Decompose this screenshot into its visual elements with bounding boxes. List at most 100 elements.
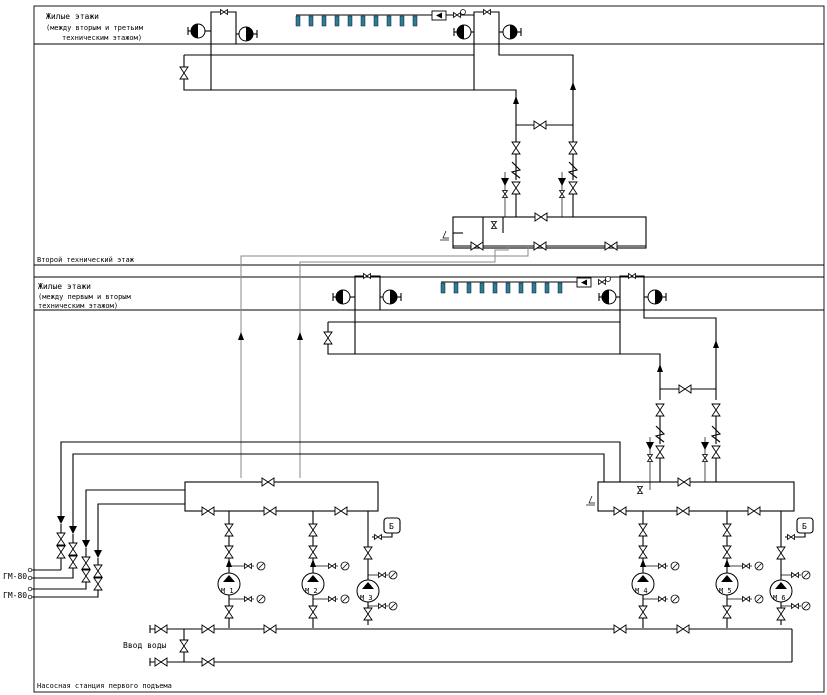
valve-icon <box>647 454 653 462</box>
valve-icon <box>722 523 732 537</box>
valve-icon <box>559 190 565 198</box>
pump-m3: М 3 <box>356 579 380 603</box>
valve-icon <box>308 545 318 559</box>
valve-icon <box>68 555 78 569</box>
valve-icon <box>638 523 648 537</box>
zone-label-lower-residential-3: техническим этажом) <box>38 302 118 310</box>
valve-icon <box>323 331 333 345</box>
flow-arrow-icon <box>57 516 65 524</box>
valve-icon <box>776 607 786 621</box>
valve-icon <box>179 639 189 653</box>
valve-icon <box>483 9 491 15</box>
valve-icon <box>374 534 382 540</box>
valve-icon <box>224 523 234 537</box>
valve-icon <box>56 532 66 546</box>
valve-icon <box>263 506 277 516</box>
valve-icon <box>363 607 373 621</box>
valve-icon <box>56 545 66 559</box>
valve-icon <box>308 605 318 619</box>
pressure-gauge-icon <box>754 561 764 571</box>
valve-icon <box>711 403 721 417</box>
heater-icon <box>334 15 340 27</box>
pressure-gauge-icon <box>256 594 266 604</box>
valve-icon <box>676 624 690 634</box>
heater-icon <box>544 282 550 294</box>
expansion-tank-icon <box>190 23 206 39</box>
valve-icon <box>677 477 691 487</box>
flow-arrow-icon <box>501 178 509 186</box>
expansion-tank-icon <box>382 289 398 305</box>
valve-icon <box>363 546 373 560</box>
expansion-tank-icon <box>335 289 351 305</box>
gauge-label-1: ГМ-80 <box>3 572 27 581</box>
valve-icon <box>308 523 318 537</box>
heater-icon <box>531 282 537 294</box>
zone-label-second-technical: Второй технический этаж <box>37 256 135 264</box>
valve-icon <box>224 545 234 559</box>
valve-icon <box>201 506 215 516</box>
heater-icon <box>386 15 392 27</box>
heater-icon <box>466 282 472 294</box>
expansion-tank-icon <box>238 26 254 42</box>
valve-icon <box>533 120 547 130</box>
pressure-gauge-icon <box>670 561 680 571</box>
pump-label: М 5 <box>719 587 732 595</box>
valve-icon <box>655 403 665 417</box>
heater-icon <box>308 15 314 27</box>
valve-icon <box>722 605 732 619</box>
valve-icon <box>220 9 228 15</box>
lower-residential-piping <box>332 273 667 310</box>
expansion-tank-icon <box>502 24 518 40</box>
zone-label-upper-residential-1: Жилые этажи <box>46 12 99 21</box>
heater-icon <box>295 15 301 27</box>
heater-icon <box>373 15 379 27</box>
valve-icon <box>711 445 721 459</box>
valve-icon <box>598 279 606 285</box>
heater-array <box>295 15 418 27</box>
valve-icon <box>722 545 732 559</box>
pump-label: М 6 <box>773 594 786 602</box>
pump-station-piping: Б Б <box>27 310 814 667</box>
valve-icon <box>613 624 627 634</box>
flow-arrow-icon <box>297 332 303 340</box>
flow-arrow-icon <box>94 550 102 558</box>
frame <box>33 5 825 693</box>
zone-label-lower-residential-1: Жилые этажи <box>38 282 91 291</box>
valve-icon <box>154 657 168 667</box>
pressure-gauge-icon <box>801 570 811 580</box>
valve-icon <box>776 546 786 560</box>
heater-icon <box>453 282 459 294</box>
pump-m2: М 2 <box>301 572 325 596</box>
pressure-gauge-icon <box>256 561 266 571</box>
pump-m5: М 5 <box>715 572 739 596</box>
pump-m4: М 4 <box>631 572 655 596</box>
valve-icon <box>568 181 578 195</box>
expansion-tank-icon <box>456 24 472 40</box>
pressure-gauges <box>229 561 811 611</box>
upper-residential-piping <box>187 9 522 44</box>
zone-label-upper-residential-2: (между вторым и третьим <box>46 24 144 32</box>
flow-arrow-icon <box>238 332 244 340</box>
flow-arrow-icon <box>513 96 519 104</box>
pump-m6: М 6 <box>769 579 793 603</box>
heater-icon <box>557 282 563 294</box>
valve-icon <box>702 454 708 462</box>
heater-icon <box>440 282 446 294</box>
flow-arrow-icon <box>69 526 77 534</box>
flow-arrow-icon <box>82 540 90 548</box>
tank-label-left: Б <box>389 522 394 531</box>
pump-label: М 4 <box>635 587 648 595</box>
pressure-gauge-icon <box>340 561 350 571</box>
heater-icon <box>492 282 498 294</box>
valve-icon <box>638 545 648 559</box>
heater-icon <box>347 15 353 27</box>
tank-label-right: Б <box>802 522 807 531</box>
valve-icon <box>453 12 461 18</box>
grey-feed-lines <box>238 246 529 478</box>
valve-icon <box>655 445 665 459</box>
valve-icon <box>637 486 643 494</box>
valve-icon <box>224 605 234 619</box>
flow-arrow-icon <box>701 442 709 450</box>
valve-icon <box>613 506 627 516</box>
valve-icon <box>568 141 578 155</box>
